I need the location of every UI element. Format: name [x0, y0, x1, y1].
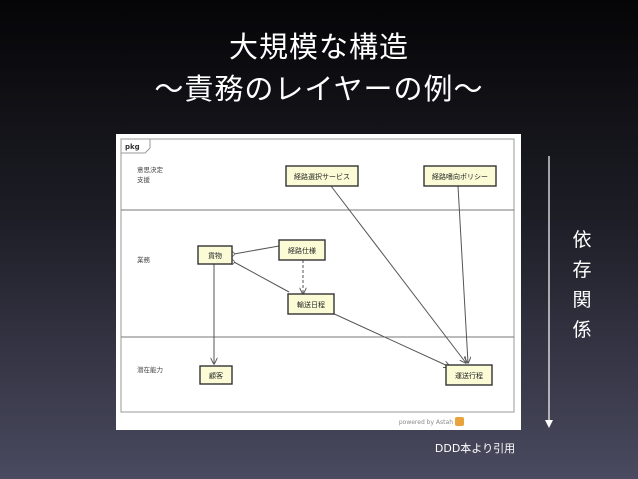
node-route-select-service: 経路選択サービス: [285, 165, 359, 187]
association-line: [233, 245, 280, 255]
slide-title: 大規模な構造 〜責務のレイヤーの例〜: [0, 26, 638, 110]
dependency-arrow: [330, 185, 466, 363]
node-transport-operation: 運送行程: [445, 364, 493, 386]
astah-logo-icon: [455, 417, 464, 426]
node-customer: 顧客: [199, 365, 233, 385]
node-route-preference-policy: 経路嗜向ポリシー: [423, 165, 497, 187]
svg-text:経路選択サービス: 経路選択サービス: [294, 172, 350, 181]
layer-label-potential: 潜在能力: [137, 365, 163, 374]
svg-text:運送行程: 運送行程: [455, 371, 483, 380]
svg-text:顧客: 顧客: [209, 371, 223, 380]
dependency-arrow: [457, 185, 468, 363]
dependency-char: 依: [572, 229, 592, 251]
diagram-canvas: pkg 意思決定 支援 業務 潜在能力 経路選択サービス 経路嗜向ポリシー 貨物: [120, 138, 515, 426]
slide-title-line2: 〜責務のレイヤーの例〜: [154, 72, 484, 106]
package-tab: [120, 138, 151, 154]
layer-label-operation: 業務: [137, 255, 151, 264]
svg-text:輸送日程: 輸送日程: [297, 300, 325, 309]
association-line: [233, 261, 290, 293]
node-transport-schedule: 輸送日程: [287, 293, 335, 315]
down-arrow-icon: [545, 420, 553, 428]
astah-watermark: powered by Astah: [399, 419, 453, 426]
node-cargo: 貨物: [197, 245, 233, 265]
citation-text: DDD本より引用: [434, 442, 516, 455]
package-label: pkg: [125, 143, 140, 151]
dependency-char: 存: [572, 259, 592, 281]
dependency-char: 係: [572, 319, 592, 341]
dependency-char: 関: [572, 289, 592, 311]
layer-diagram: pkg 意思決定 支援 業務 潜在能力 経路選択サービス 経路嗜向ポリシー 貨物: [116, 134, 521, 430]
svg-text:経路仕様: 経路仕様: [288, 246, 316, 255]
dependency-arrow: [329, 311, 450, 367]
svg-text:貨物: 貨物: [208, 251, 222, 260]
slide-title-line1: 大規模な構造: [228, 30, 409, 64]
layer-label-decision-1: 意思決定: [137, 165, 164, 174]
layer-label-decision-2: 支援: [137, 175, 151, 184]
dependency-axis: [545, 156, 553, 428]
dependency-label: 依 存 関 係: [565, 225, 599, 345]
node-route-spec: 経路仕様: [278, 239, 326, 261]
svg-text:経路嗜向ポリシー: 経路嗜向ポリシー: [432, 172, 488, 181]
